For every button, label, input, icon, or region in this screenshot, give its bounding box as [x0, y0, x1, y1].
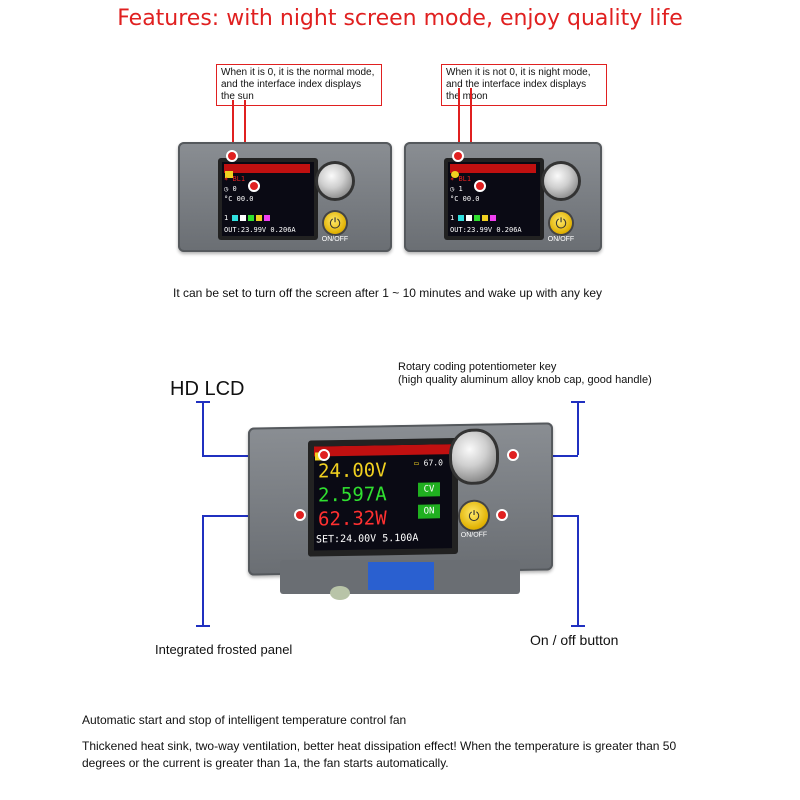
screen-row-temp: °C 00.0 — [450, 195, 480, 203]
device-night-mode: ✶ BL1 ◷ 1 °C 00.0 1 OUT:23.99V 0.206A ⏻ … — [404, 142, 602, 252]
lcd-screen: ✶ BL1 ◷ 0 °C 00.0 1 OUT:23.99V 0.206A — [222, 162, 314, 236]
screen-index-bar — [450, 164, 536, 178]
lcd-callout-dot — [318, 449, 330, 461]
screen-index-bar — [314, 444, 452, 461]
fan-heading: Automatic start and stop of intelligent … — [82, 713, 407, 727]
lcd-bezel: 24.00V 2.597A 62.32W ▭ 67.0 CV ON SET:24… — [308, 437, 458, 557]
screen-row-temp: °C 00.0 — [224, 195, 254, 203]
terminal-block — [368, 562, 434, 590]
lcd-screen: ✶ BL1 ◷ 1 °C 00.0 1 OUT:23.99V 0.206A — [448, 162, 540, 236]
rotary-callout-title: Rotary coding potentiometer key — [398, 361, 557, 373]
normal-mode-note: When it is 0, it is the normal mode, and… — [216, 64, 382, 106]
rotary-callout: Rotary coding potentiometer key (high qu… — [398, 361, 652, 387]
night-mode-note: When it is not 0, it is night mode, and … — [441, 64, 607, 106]
screen-row-5: 1 — [450, 214, 454, 222]
screen-row-bl: ✶ BL1 — [450, 175, 472, 183]
rotary-knob[interactable] — [544, 164, 578, 198]
bl-label: BL1 — [458, 175, 472, 183]
onoff-label: ON/OFF — [547, 236, 575, 243]
temp-value: °C 00.0 — [224, 195, 254, 203]
mode-value: 1 — [458, 185, 463, 193]
power-icon: ⏻ — [329, 214, 341, 231]
screen-output: OUT:23.99V 0.206A — [450, 226, 522, 234]
onoff-label: ON/OFF — [460, 531, 488, 539]
screen-row-mode: ◷ 0 — [224, 185, 237, 193]
power-button[interactable]: ⏻ — [324, 212, 346, 234]
moon-icon — [451, 171, 459, 178]
set-readout: SET:24.00V 5.100A — [316, 532, 419, 546]
button-callout-dot — [496, 509, 508, 521]
bl-label: BL1 — [232, 175, 246, 183]
onoff-label: ON/OFF — [321, 236, 349, 243]
rotary-knob[interactable] — [452, 431, 496, 483]
screen-color-cells — [232, 206, 272, 225]
thermometer-icon: ▭ — [414, 458, 419, 468]
note-connector — [470, 88, 472, 184]
cv-badge: CV — [418, 482, 440, 497]
screen-output: OUT:23.99V 0.206A — [224, 226, 296, 234]
fan-vent — [330, 586, 350, 600]
on-badge: ON — [418, 504, 440, 519]
lcd-screen: 24.00V 2.597A 62.32W ▭ 67.0 CV ON SET:24… — [314, 444, 452, 551]
screen-row-bl: ✶ BL1 — [224, 175, 246, 183]
callout-line — [577, 515, 579, 625]
power-readout: 62.32W — [318, 507, 387, 531]
voltage-readout: 24.00V — [318, 459, 387, 483]
rotary-callout-desc: (high quality aluminum alloy knob cap, g… — [398, 374, 652, 386]
panel-callout-dot — [294, 509, 306, 521]
callout-dot — [452, 150, 464, 162]
callout-dot — [226, 150, 238, 162]
temp-value: 67.0 — [423, 458, 443, 468]
callout-line — [202, 401, 204, 455]
screen-row-mode: ◷ 1 — [450, 185, 463, 193]
current-readout: 2.597A — [318, 483, 387, 507]
row5-value: 1 — [224, 214, 229, 222]
temp-value: °C 00.0 — [450, 195, 480, 203]
device-normal-mode: ✶ BL1 ◷ 0 °C 00.0 1 OUT:23.99V 0.206A ⏻ … — [178, 142, 392, 252]
note-connector — [458, 88, 460, 154]
power-button[interactable]: ⏻ — [460, 501, 488, 530]
page-title: Features: with night screen mode, enjoy … — [117, 6, 683, 31]
screen-timeout-caption: It can be set to turn off the screen aft… — [173, 286, 603, 300]
callout-dot — [474, 180, 486, 192]
row5-value: 1 — [450, 214, 455, 222]
hd-lcd-callout: HD LCD — [170, 378, 245, 400]
power-button[interactable]: ⏻ — [550, 212, 572, 234]
callout-dot — [248, 180, 260, 192]
rotary-knob[interactable] — [318, 164, 352, 198]
mode-value: 0 — [232, 185, 237, 193]
power-icon: ⏻ — [468, 507, 480, 524]
onoff-button-callout: On / off button — [530, 632, 619, 648]
lcd-bezel: ✶ BL1 ◷ 0 °C 00.0 1 OUT:23.99V 0.206A — [218, 158, 318, 240]
callout-line — [577, 401, 579, 455]
knob-callout-dot — [507, 449, 519, 461]
screen-index-bar — [224, 164, 310, 178]
callout-line — [196, 625, 210, 627]
temp-readout: ▭ 67.0 — [414, 458, 443, 468]
callout-line — [202, 515, 204, 625]
screen-color-cells — [458, 206, 498, 225]
note-connector — [232, 100, 234, 154]
callout-line — [571, 625, 585, 627]
sun-icon — [225, 171, 233, 178]
lcd-bezel: ✶ BL1 ◷ 1 °C 00.0 1 OUT:23.99V 0.206A — [444, 158, 544, 240]
fan-description: Thickened heat sink, two-way ventilation… — [82, 739, 677, 770]
frosted-panel-callout: Integrated frosted panel — [155, 642, 293, 657]
screen-row-5: 1 — [224, 214, 228, 222]
power-icon: ⏻ — [555, 214, 567, 231]
device-main: 24.00V 2.597A 62.32W ▭ 67.0 CV ON SET:24… — [248, 422, 553, 576]
